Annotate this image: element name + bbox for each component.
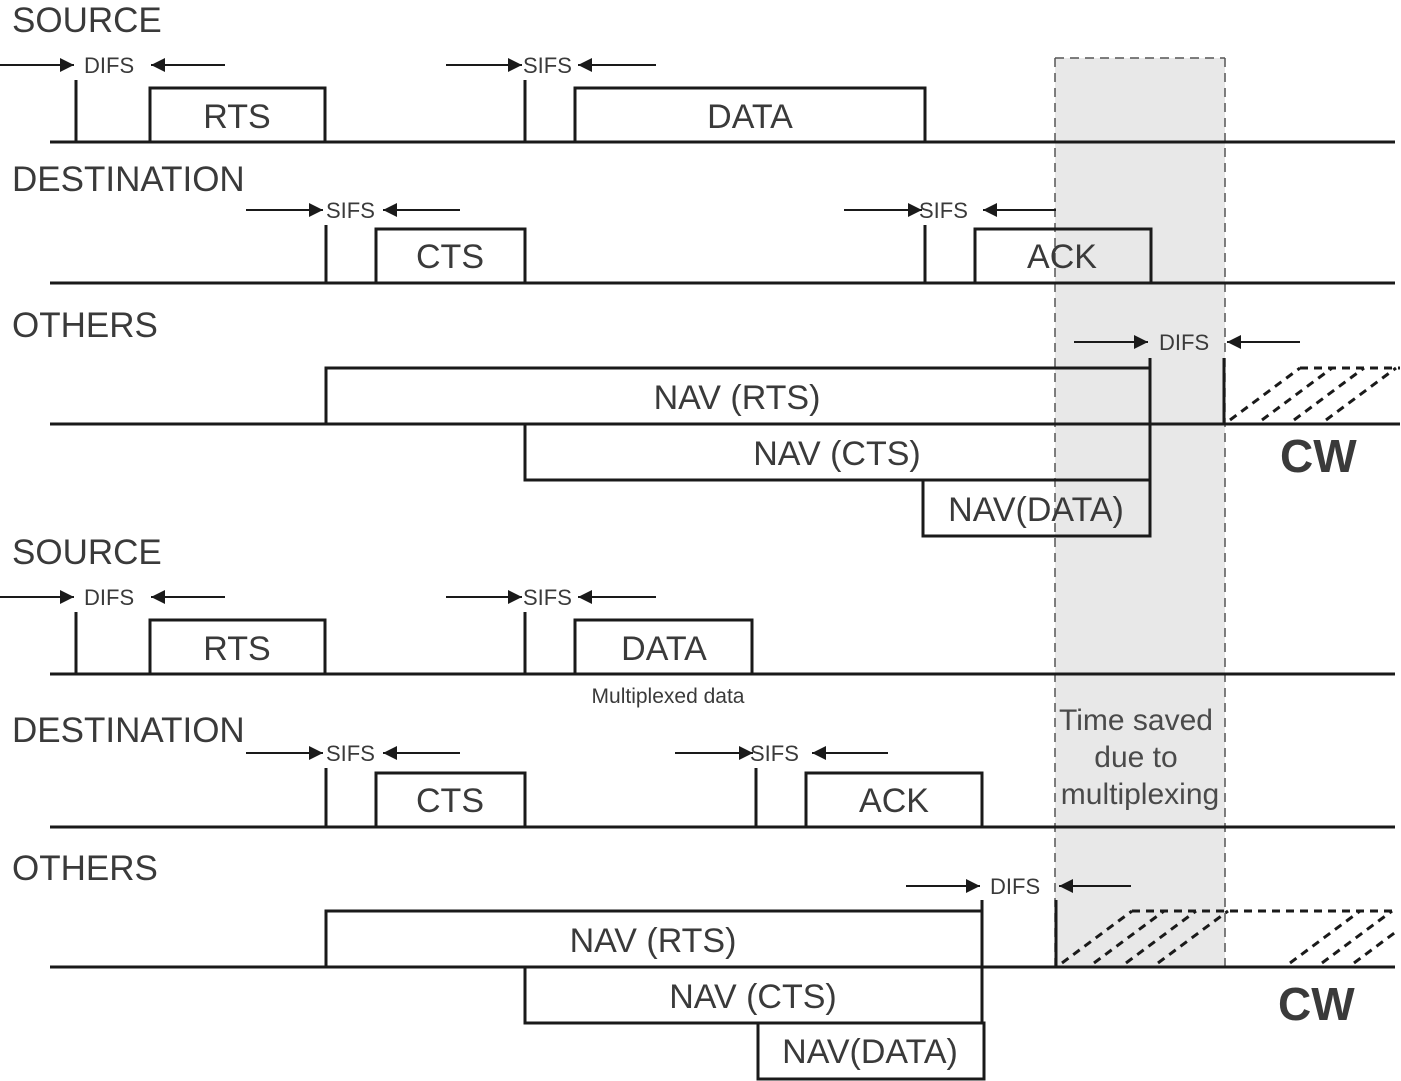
bottom-multiplexed-note: Multiplexed data bbox=[592, 685, 745, 708]
top-nav-data-label: NAV(DATA) bbox=[948, 491, 1124, 529]
top-ack-frame bbox=[973, 227, 1153, 285]
bottom-nav-cts-label: NAV (CTS) bbox=[669, 978, 836, 1016]
top-nav-cts-bar bbox=[523, 422, 1152, 482]
bottom-nav-cts-bar bbox=[523, 965, 984, 1025]
top-data-frame bbox=[573, 86, 927, 144]
bottom-rts-label: RTS bbox=[203, 630, 270, 668]
bottom-data-label: DATA bbox=[621, 630, 707, 668]
top-others-label: OTHERS bbox=[12, 306, 158, 345]
top-ack-label: ACK bbox=[1027, 238, 1097, 276]
bottom-others-label: OTHERS bbox=[12, 849, 158, 888]
bottom-diagram: SOURCE DIFS RTS SIFS DATA Multiplexed da… bbox=[0, 533, 1398, 1081]
bottom-source-label: SOURCE bbox=[12, 533, 162, 572]
top-cts-frame bbox=[374, 227, 527, 285]
top-difs2-label: DIFS bbox=[1159, 330, 1209, 355]
top-nav-rts-label: NAV (RTS) bbox=[654, 379, 821, 417]
top-nav-cts-label: NAV (CTS) bbox=[753, 435, 920, 473]
bottom-ack-label: ACK bbox=[859, 782, 929, 820]
top-source-label: SOURCE bbox=[12, 1, 162, 40]
top-rts-label: RTS bbox=[203, 98, 270, 136]
bottom-destination-label: DESTINATION bbox=[12, 711, 245, 750]
bottom-cts-label: CTS bbox=[416, 782, 484, 820]
top-sifs2-label: SIFS bbox=[326, 198, 375, 223]
time-saved-region bbox=[1055, 58, 1225, 968]
top-cts-label: CTS bbox=[416, 238, 484, 276]
top-destination-label: DESTINATION bbox=[12, 160, 245, 199]
time-saved-line1: Time saved bbox=[1059, 704, 1213, 737]
top-difs-label: DIFS bbox=[84, 53, 134, 78]
bottom-sifs-label: SIFS bbox=[523, 585, 572, 610]
bottom-data-frame bbox=[573, 618, 754, 676]
bottom-cts-frame bbox=[374, 771, 527, 829]
bottom-cw-label: CW bbox=[1278, 978, 1355, 1030]
top-rts-frame bbox=[148, 86, 327, 144]
top-diagram: SOURCE DIFS RTS SIFS DATA DESTINATION SI… bbox=[0, 1, 1400, 538]
top-sifs-label: SIFS bbox=[523, 53, 572, 78]
time-saved-annotation: Time saved due to multiplexing bbox=[1059, 704, 1219, 811]
bottom-rts-frame bbox=[148, 618, 327, 676]
time-saved-line3: multiplexing bbox=[1061, 778, 1219, 811]
bottom-nav-data-label: NAV(DATA) bbox=[782, 1033, 958, 1071]
bottom-contention-window bbox=[1061, 909, 1398, 965]
bottom-sifs2-label: SIFS bbox=[326, 741, 375, 766]
bottom-difs-label: DIFS bbox=[84, 585, 134, 610]
top-nav-data-bar bbox=[921, 478, 1152, 538]
top-sifs3-label: SIFS bbox=[919, 198, 968, 223]
top-contention-window bbox=[1229, 366, 1400, 422]
top-data-label: DATA bbox=[707, 98, 793, 136]
time-saved-line2: due to bbox=[1094, 741, 1177, 774]
bottom-nav-rts-label: NAV (RTS) bbox=[570, 922, 737, 960]
bottom-ack-frame bbox=[804, 771, 984, 829]
bottom-difs2-label: DIFS bbox=[990, 874, 1040, 899]
bottom-nav-data-bar bbox=[756, 1021, 986, 1081]
top-cw-label: CW bbox=[1280, 430, 1357, 482]
bottom-sifs3-label: SIFS bbox=[750, 741, 799, 766]
